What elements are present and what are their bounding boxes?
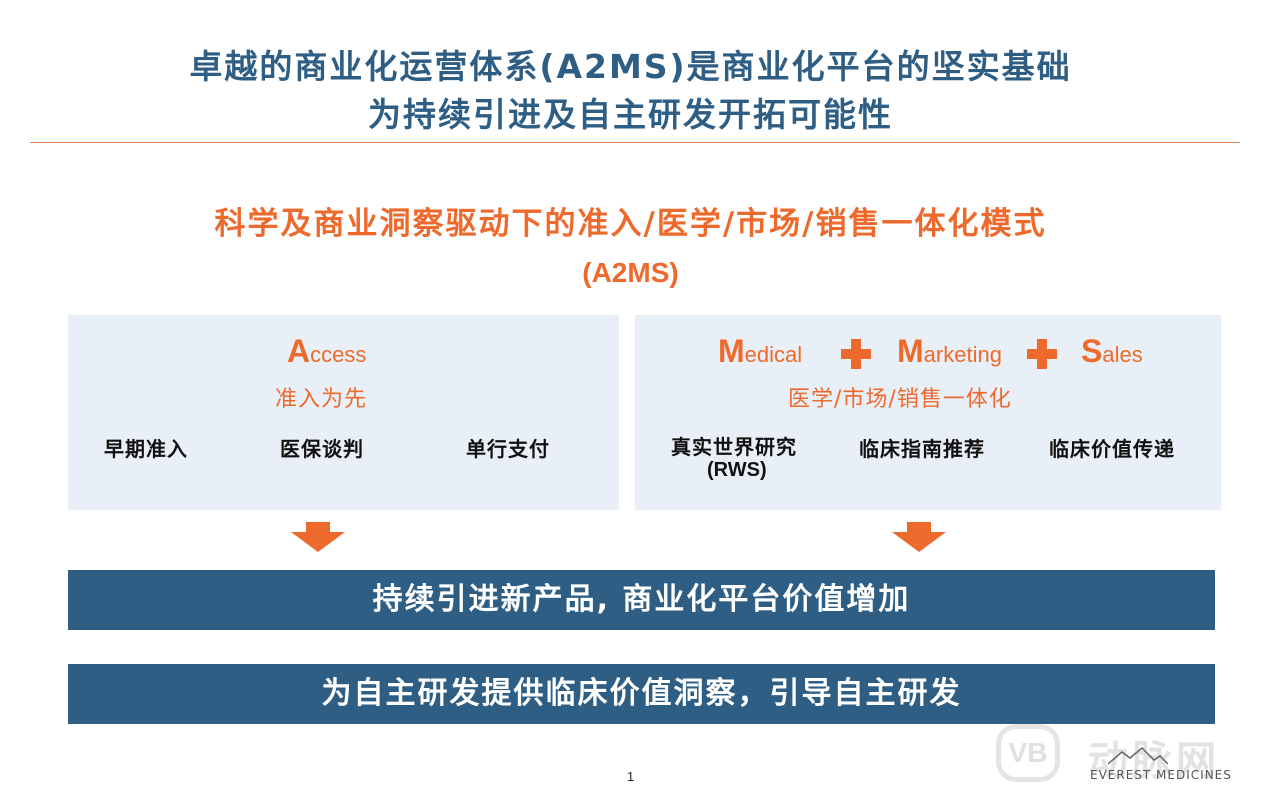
access-heading-rest: ccess xyxy=(310,342,367,367)
medical-heading-rest: edical xyxy=(744,342,803,367)
mms-item-guideline: 临床指南推荐 xyxy=(859,437,985,461)
mms-panel: Medical Marketing Sales 医学/市场/销售一体化 真实世界… xyxy=(635,315,1221,510)
medical-heading-cap: M xyxy=(718,333,745,369)
plus-icon xyxy=(1027,339,1057,369)
access-item-insurance: 医保谈判 xyxy=(280,437,364,461)
mms-item-value-delivery: 临床价值传递 xyxy=(1049,437,1175,461)
mms-item-rws-abbr: (RWS) xyxy=(707,459,767,481)
company-brand: EVEREST MEDICINES xyxy=(1090,768,1232,782)
sales-heading-rest: ales xyxy=(1102,342,1143,367)
watermark: VB 动脉网 EVEREST MEDICINES xyxy=(996,722,1256,792)
access-heading: Access xyxy=(287,333,366,370)
access-item-early: 早期准入 xyxy=(104,437,188,461)
sales-heading: Sales xyxy=(1081,333,1143,370)
mms-subtitle: 医学/市场/销售一体化 xyxy=(788,387,1012,412)
marketing-heading: Marketing xyxy=(897,333,1002,370)
mms-item-rws: 真实世界研究 xyxy=(671,435,797,459)
marketing-heading-cap: M xyxy=(897,333,924,369)
page-title-line-2: 为持续引进及自主研发开拓可能性 xyxy=(368,95,893,134)
title-divider xyxy=(30,142,1240,143)
watermark-text: 动脉网 xyxy=(1088,738,1220,784)
marketing-heading-rest: arketing xyxy=(923,342,1002,367)
access-heading-cap: A xyxy=(287,333,311,369)
medical-heading: Medical xyxy=(718,333,802,370)
page-number: 1 xyxy=(626,769,635,784)
page-title-line-1: 卓越的商业化运营体系(A2MS)是商业化平台的坚实基础 xyxy=(189,47,1072,86)
plus-icon xyxy=(841,339,871,369)
outcome-band-rnd: 为自主研发提供临床价值洞察，引导自主研发 xyxy=(68,664,1215,724)
sales-heading-cap: S xyxy=(1081,333,1103,369)
watermark-logo: VB xyxy=(996,724,1060,782)
access-subtitle: 准入为先 xyxy=(275,387,368,412)
access-item-single-payment: 单行支付 xyxy=(466,437,550,461)
section-subtitle-line-2: (A2MS) xyxy=(582,257,679,288)
outcome-band-introduction: 持续引进新产品, 商业化平台价值增加 xyxy=(68,570,1215,630)
section-subtitle-line-1: 科学及商业洞察驱动下的准入/医学/市场/销售一体化模式 xyxy=(214,206,1047,242)
mountain-logo-icon xyxy=(1108,746,1168,765)
access-panel: Access 准入为先 早期准入 医保谈判 单行支付 xyxy=(68,315,619,510)
